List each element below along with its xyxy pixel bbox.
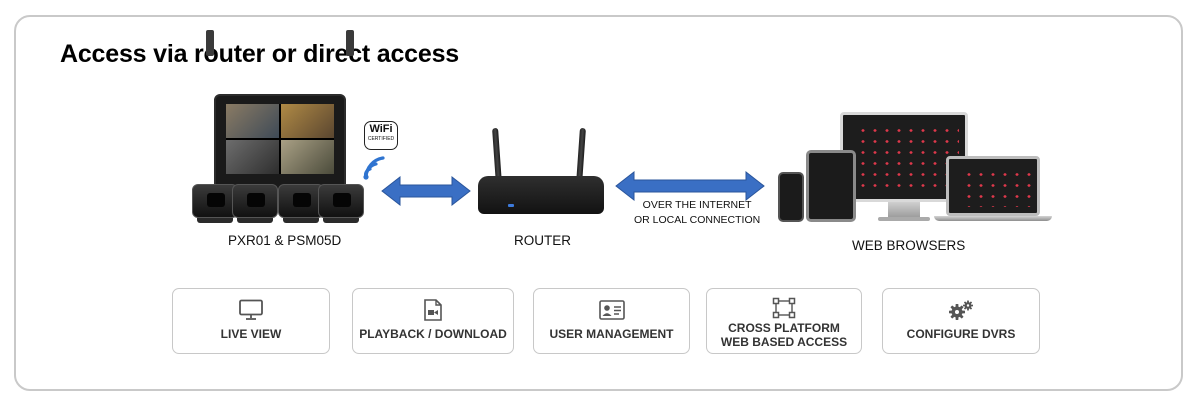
laptop-icon	[946, 156, 1040, 216]
feature-label: CONFIGURE DVRS	[906, 327, 1016, 341]
desktop-foot	[878, 217, 930, 221]
connection-label-line2: OR LOCAL CONNECTION	[634, 214, 761, 226]
bidirectional-arrow-icon	[381, 175, 471, 207]
network-icon	[772, 297, 796, 319]
camera-icon	[192, 184, 238, 223]
browsers-label: WEB BROWSERS	[852, 238, 966, 253]
feature-live-view: LIVE VIEW	[172, 288, 330, 354]
feature-label: LIVE VIEW	[220, 327, 282, 341]
feature-user-management: USER MANAGEMENT	[533, 288, 690, 354]
wifi-certified-badge: WiFi CERTIFIED	[364, 121, 398, 150]
camera-icon	[232, 184, 278, 223]
wifi-badge-text: WiFi	[369, 123, 393, 135]
device-label: PXR01 & PSM05D	[228, 233, 342, 248]
page-title: Access via router or direct access	[60, 40, 459, 68]
feature-label: USER MANAGEMENT	[549, 327, 674, 341]
bidirectional-arrow-icon	[615, 170, 765, 202]
monitor-bracket-left	[206, 30, 214, 56]
connection-label-line1: OVER THE INTERNET	[642, 199, 752, 211]
connection-label: OVER THE INTERNET OR LOCAL CONNECTION	[634, 198, 760, 228]
feature-configure-dvrs: CONFIGURE DVRS	[882, 288, 1040, 354]
router-icon	[478, 176, 604, 214]
monitor-bracket-right	[346, 30, 354, 56]
tablet-icon	[806, 150, 856, 222]
feature-playback-download: PLAYBACK / DOWNLOAD	[352, 288, 514, 354]
wifi-badge-subtext: CERTIFIED	[367, 136, 395, 142]
monitor-icon	[239, 299, 263, 320]
id-card-icon	[598, 300, 625, 320]
gears-icon	[949, 300, 973, 320]
feature-cross-platform: CROSS PLATFORM WEB BASED ACCESS	[706, 288, 862, 354]
desktop-stand	[888, 202, 920, 218]
wifi-signal-icon	[363, 156, 385, 180]
laptop-base	[934, 216, 1052, 221]
feature-label-line2: WEB BASED ACCESS	[720, 335, 848, 349]
video-file-icon	[424, 299, 442, 321]
router-label: ROUTER	[514, 233, 571, 248]
camera-icon	[318, 184, 364, 223]
router-led	[508, 204, 514, 207]
phone-icon	[778, 172, 804, 222]
feature-label: PLAYBACK / DOWNLOAD	[359, 327, 507, 341]
camera-icon	[278, 184, 324, 223]
monitor-icon	[214, 94, 346, 190]
feature-label-line1: CROSS PLATFORM	[728, 321, 840, 335]
